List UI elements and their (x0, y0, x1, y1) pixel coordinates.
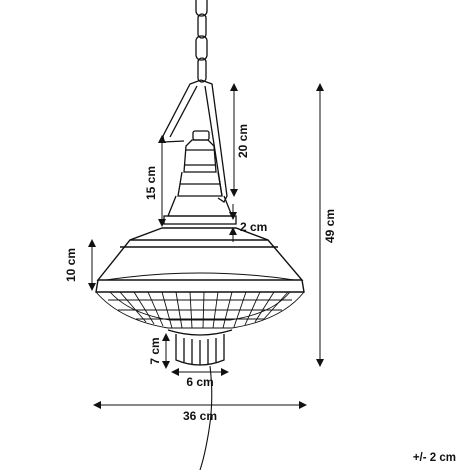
dim-label-10cm: 10 cm (64, 248, 78, 282)
chain (195, 0, 208, 83)
dim-label-36cm: 36 cm (183, 409, 217, 423)
shade (95, 227, 305, 293)
tolerance-note: +/- 2 cm (412, 452, 456, 464)
dim-label-6cm: 6 cm (186, 375, 213, 389)
neck (163, 130, 237, 225)
dim-label-7cm: 7 cm (148, 337, 162, 364)
power-cord (199, 365, 213, 470)
dim-label-49cm: 49 cm (323, 209, 337, 243)
dim-label-20cm: 20 cm (236, 124, 250, 158)
dim-label-2cm: 2 cm (240, 220, 267, 234)
hanging-bracket (162, 79, 228, 203)
protective-grille (95, 291, 305, 329)
bottom-cap (167, 329, 233, 366)
dim-label-15cm: 15 cm (144, 166, 158, 200)
